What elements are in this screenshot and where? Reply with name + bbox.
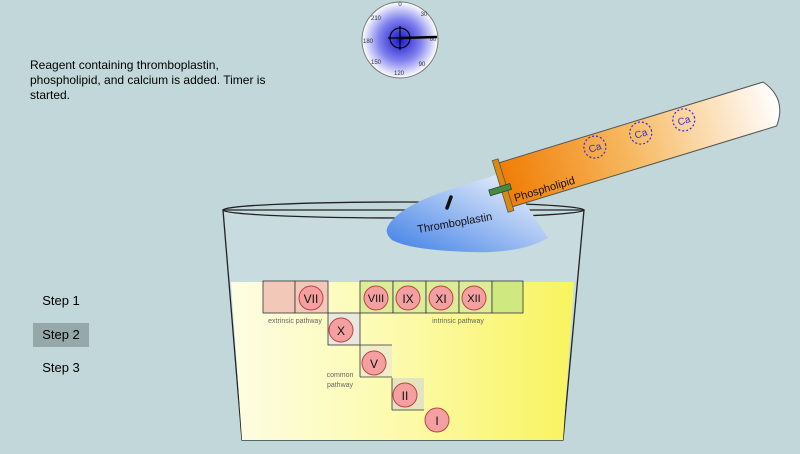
timer-dial: 0 30 60 90 120 150 180 210 — [361, 1, 439, 79]
dial-label-30: 30 — [421, 12, 428, 18]
factor-viii: VIII — [363, 285, 389, 311]
svg-text:XI: XI — [435, 292, 446, 306]
svg-text:Ca: Ca — [633, 127, 649, 141]
factor-vii: VII — [298, 285, 324, 311]
intrinsic-pathway-label: intrinsic pathway — [432, 318, 484, 325]
intrinsic-slot — [491, 280, 524, 314]
calcium-ion: Ca — [629, 121, 653, 145]
dial-label-60: 60 — [430, 37, 437, 43]
svg-text:V: V — [370, 357, 378, 371]
calcium-ion: Ca — [672, 108, 696, 132]
dial-label-120: 120 — [394, 71, 405, 77]
step-1-button[interactable]: Step 1 — [42, 293, 80, 308]
svg-text:IX: IX — [402, 292, 413, 306]
factor-x: X — [328, 317, 354, 343]
extrinsic-slot — [262, 280, 296, 314]
dial-label-150: 150 — [371, 60, 382, 66]
drip-mark — [445, 195, 453, 210]
svg-text:I: I — [435, 414, 438, 428]
dial-label-90: 90 — [419, 62, 426, 68]
svg-text:VIII: VIII — [368, 293, 385, 305]
step-3-button[interactable]: Step 3 — [42, 360, 80, 375]
extrinsic-pathway-label: extrinsic pathway — [268, 318, 322, 325]
factor-xi: XI — [428, 285, 454, 311]
svg-text:Ca: Ca — [588, 141, 604, 155]
dial-label-210: 210 — [371, 16, 382, 22]
svg-text:II: II — [402, 389, 409, 403]
coagulation-cascade: VII VIII IX XI XII X V II — [262, 280, 524, 433]
factor-ii: II — [392, 382, 418, 408]
factor-v: V — [361, 350, 387, 376]
instruction-text: Reagent containing thromboplastin, phosp… — [30, 58, 266, 102]
factor-i: I — [424, 407, 450, 433]
svg-text:Ca: Ca — [676, 114, 692, 128]
timer-hand — [399, 35, 438, 40]
factor-xii: XII — [461, 285, 487, 311]
tube-dropper — [488, 183, 513, 197]
svg-text:X: X — [337, 324, 345, 338]
factor-ix: IX — [395, 285, 421, 311]
common-pathway-label: common — [327, 372, 354, 379]
dial-label-180: 180 — [363, 39, 374, 45]
dial-label-0: 0 — [398, 2, 402, 8]
svg-text:VII: VII — [304, 292, 319, 306]
common-pathway-label: pathway — [327, 382, 354, 389]
calcium-ion: Ca — [583, 135, 607, 159]
test-tube: Ca Ca Ca Phospholipid — [488, 81, 781, 213]
step-2-button[interactable]: Step 2 — [33, 323, 89, 347]
svg-text:XII: XII — [467, 293, 480, 305]
